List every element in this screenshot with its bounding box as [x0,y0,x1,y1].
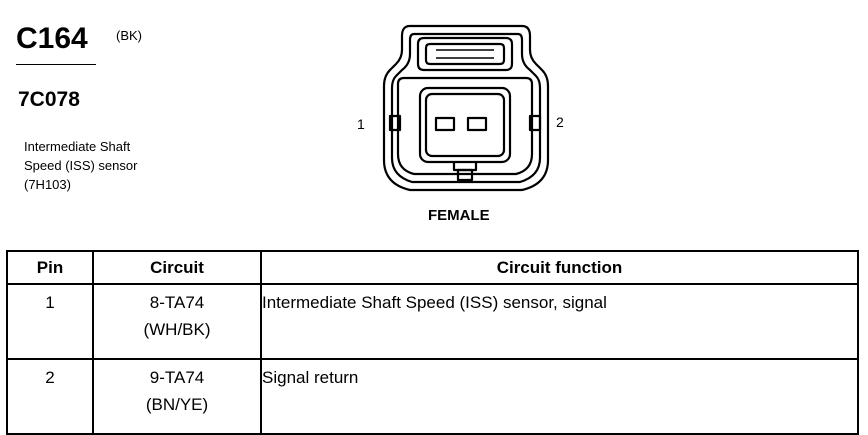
header-circuit-function: Circuit function [260,250,859,285]
pin-2-label: 2 [556,114,564,130]
housing-inner-outline [390,32,542,184]
pin-cell: 2 [6,358,94,435]
wire-color: (WH/BK) [143,320,211,339]
wire-color: (BN/YE) [145,395,209,414]
terminal-1 [434,116,456,132]
function-cell: Intermediate Shaft Speed (ISS) sensor, s… [260,283,859,360]
pin-1-label: 1 [357,116,365,132]
side-key-left [388,114,402,132]
header-divider [16,64,96,65]
part-number: 7C078 [18,88,80,111]
terminal-2 [466,116,488,132]
description-line: Speed (ISS) sensor [24,158,138,173]
description-line: (7H103) [24,177,71,192]
function-cell: Signal return [260,358,859,435]
connector-gender: FEMALE [428,207,490,224]
bottom-key [452,162,478,172]
pin-cell: 1 [6,283,94,360]
housing-outer-outline [382,24,550,192]
circuit-number: 9-TA74 [149,368,205,387]
terminal-cavity-frame [418,86,512,164]
header-circuit: Circuit [92,250,262,285]
circuit-cell: 9-TA74 (BN/YE) [92,358,262,435]
connector-description: Intermediate Shaft Speed (ISS) sensor (7… [24,137,137,194]
header-pin: Pin [6,250,94,285]
circuit-cell: 8-TA74 (WH/BK) [92,283,262,360]
connector-id: C164 [16,22,88,55]
locking-tab [416,36,514,72]
side-key-right [528,114,542,132]
table-row: 1 8-TA74 (WH/BK) Intermediate Shaft Spee… [6,283,859,360]
circuit-number: 8-TA74 [149,293,205,312]
inner-body-outline [396,76,534,176]
description-line: Intermediate Shaft [24,139,131,154]
table-header-row: Pin Circuit Circuit function [6,250,859,285]
connector-color: (BK) [116,28,142,43]
connector-face-diagram [382,24,550,192]
table-row: 2 9-TA74 (BN/YE) Signal return [6,358,859,435]
pin-table: Pin Circuit Circuit function 1 8-TA74 (W… [6,250,859,435]
